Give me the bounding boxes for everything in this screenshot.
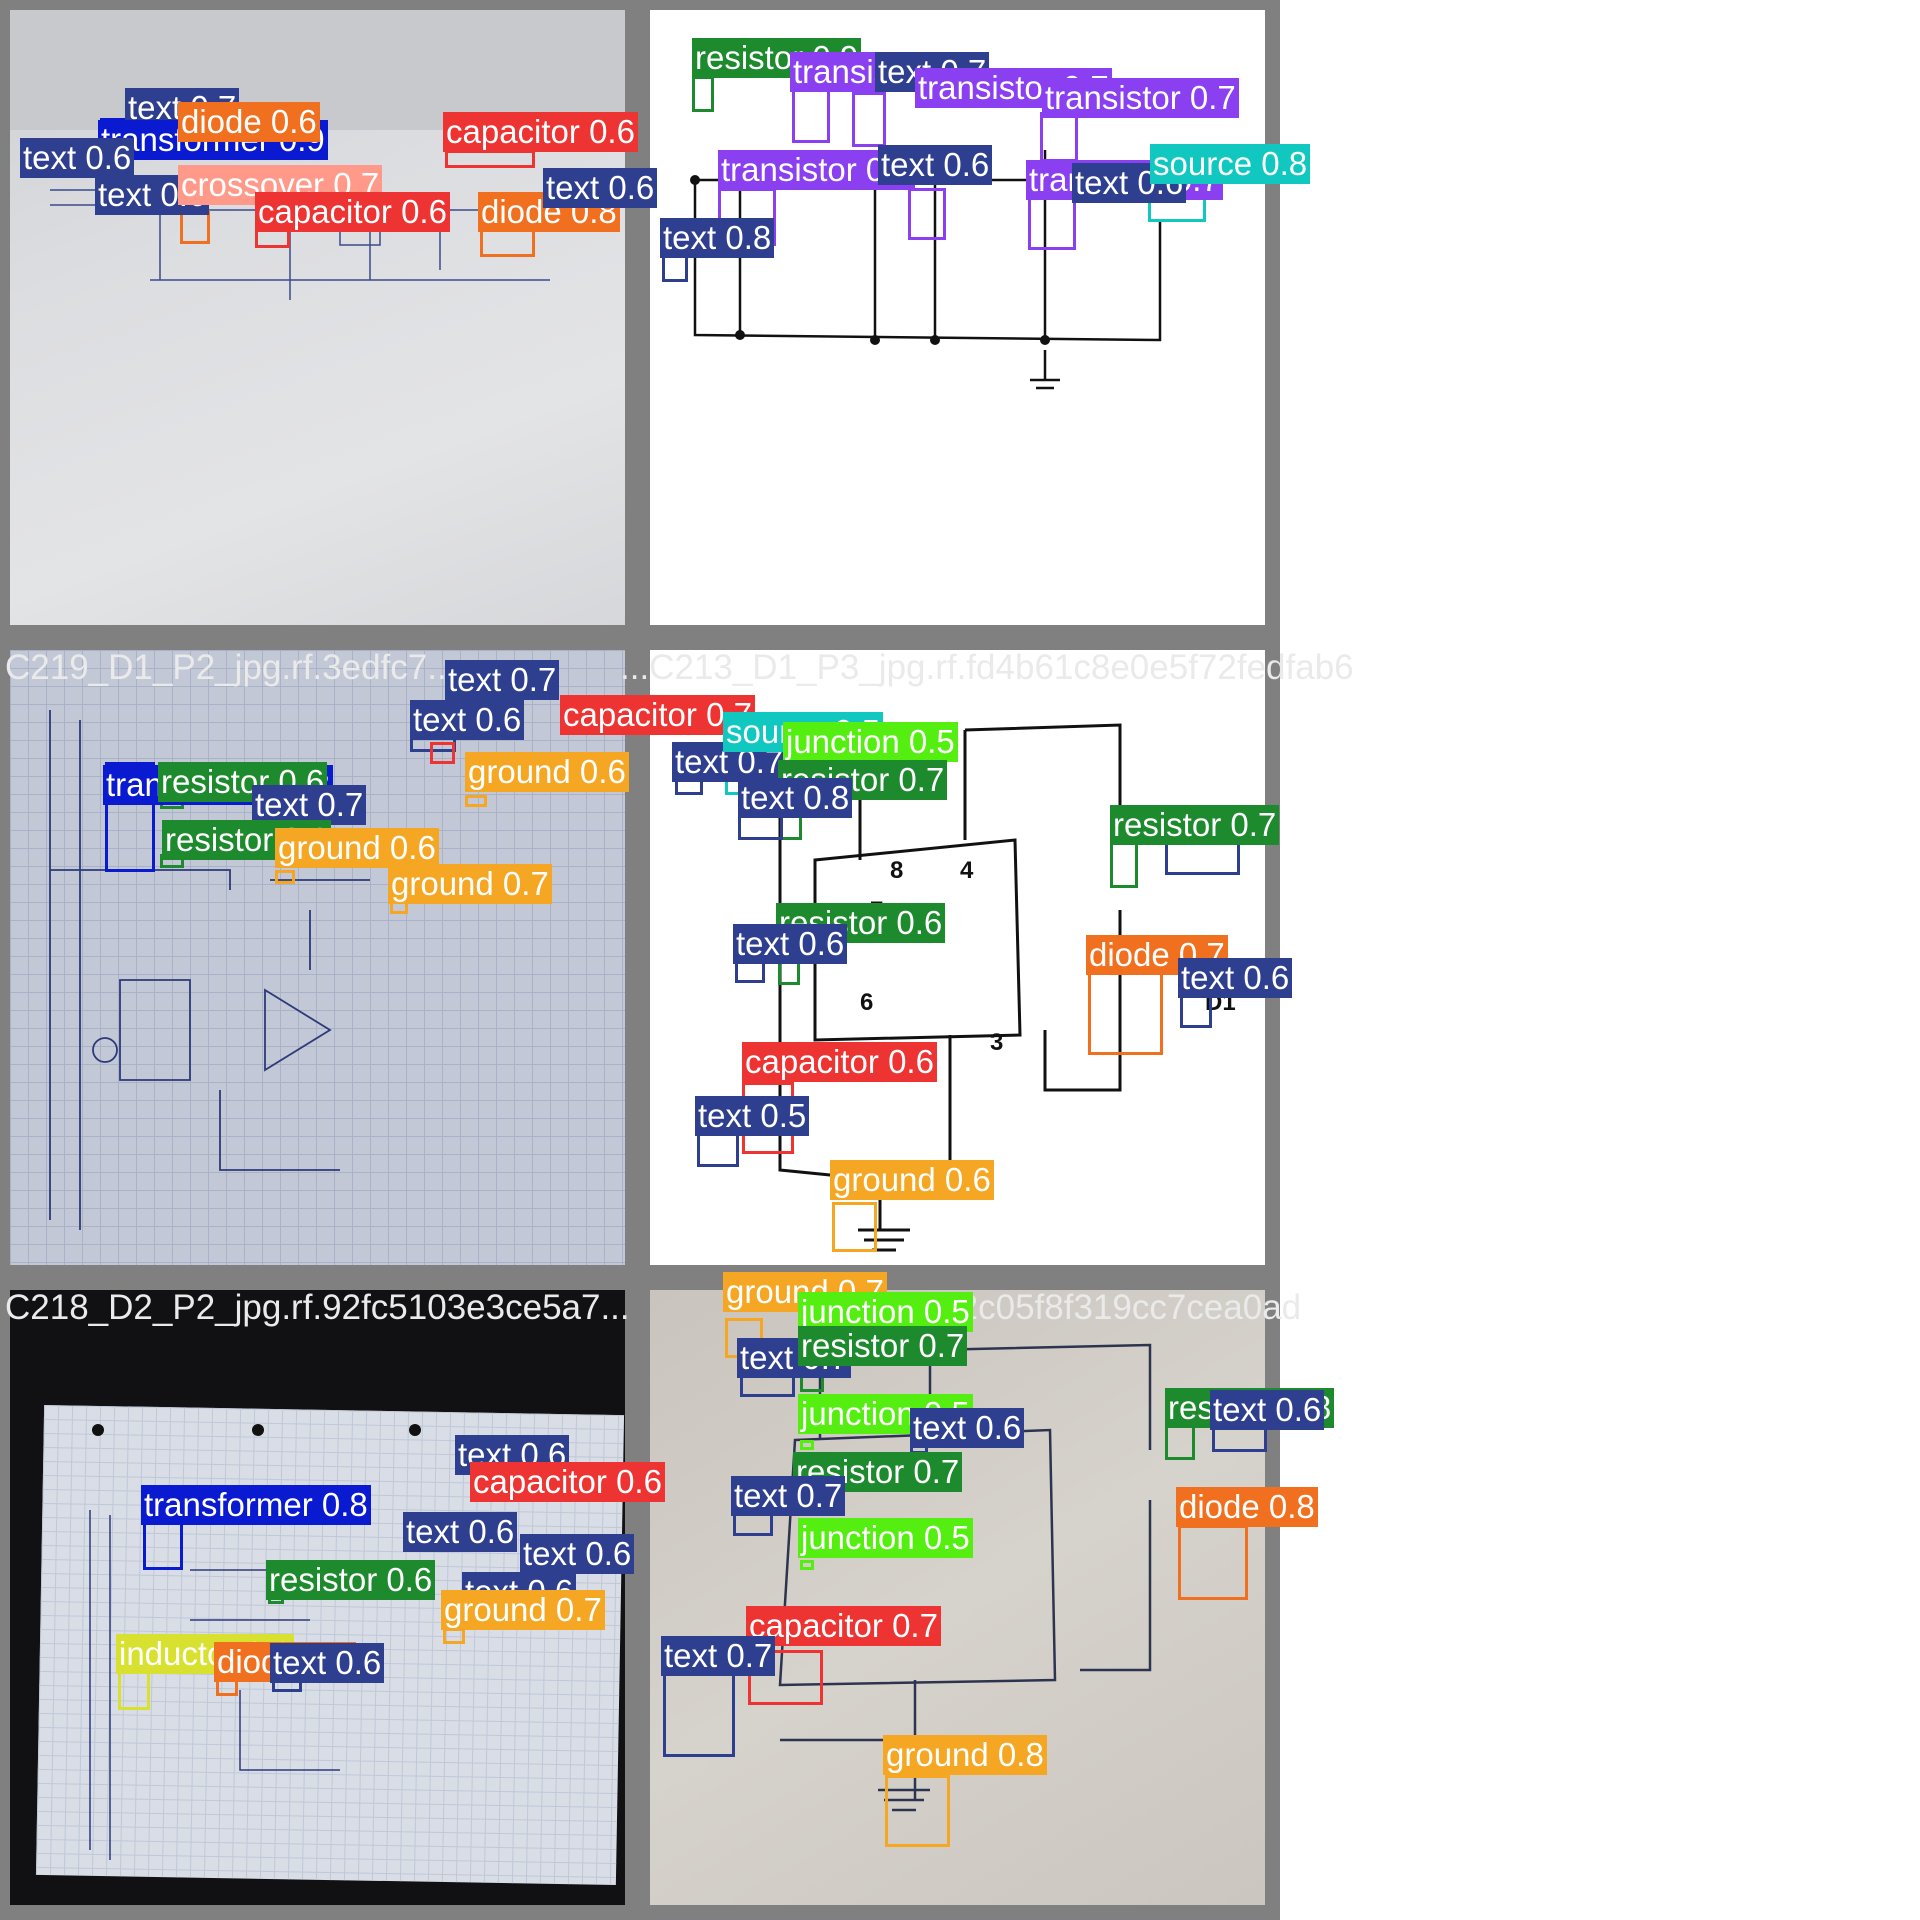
detection-label: resistor 0.7	[1110, 805, 1280, 845]
detection-box	[105, 762, 155, 872]
detection-label: text 0.6	[270, 1643, 385, 1683]
svg-text:8: 8	[890, 857, 903, 884]
tile-3-photo	[10, 650, 625, 1265]
detection-box	[118, 1668, 150, 1710]
detection-box	[792, 88, 830, 143]
detection-box	[885, 1775, 950, 1847]
detection-box	[445, 150, 535, 168]
detection-label: ground 0.6	[275, 828, 439, 868]
detection-label: text 0.6	[543, 168, 658, 208]
detection-box	[852, 92, 886, 147]
detection-box	[1110, 840, 1138, 888]
detection-label: capacitor 0.6	[742, 1042, 937, 1082]
detection-label: resistor 0.7	[798, 1326, 968, 1366]
detection-box	[692, 76, 714, 112]
detection-label: source 0.8	[1150, 144, 1311, 184]
detection-label: ground 0.8	[883, 1735, 1047, 1775]
detection-label: text 0.5	[695, 1096, 810, 1136]
detection-box	[800, 1440, 814, 1450]
detection-box	[1178, 1525, 1248, 1600]
detection-box	[180, 210, 210, 244]
detection-box	[663, 1672, 735, 1757]
detection-label: diode 0.8	[1176, 1487, 1318, 1527]
detection-box	[1165, 840, 1240, 875]
detection-label: text 0.6	[910, 1408, 1025, 1448]
tile-3	[10, 650, 625, 1265]
detection-box	[465, 795, 487, 807]
detection-box	[697, 1132, 739, 1167]
detection-label: text 0.7	[252, 785, 367, 825]
tile-3-filename: C219_D1_P2_jpg.rf.3edfc7...	[5, 648, 457, 687]
detection-box	[430, 742, 455, 764]
tile-6-filename: ...a2c05f8f319cc7cea0ad	[910, 1288, 1302, 1327]
detection-label: capacitor 0.6	[470, 1462, 665, 1502]
detection-box	[908, 188, 946, 240]
detection-label: capacitor 0.7	[560, 695, 755, 735]
detection-label: transformer 0.8	[141, 1485, 371, 1525]
tile-5-filename: C218_D2_P2_jpg.rf.92fc5103e3ce5a7...	[5, 1288, 630, 1327]
detection-label: text 0.6	[520, 1534, 635, 1574]
detection-label: resistor 0.6	[266, 1560, 436, 1600]
detection-label: text 0.7	[661, 1636, 776, 1676]
detection-label: text 0.6	[403, 1512, 518, 1552]
detection-label: junction 0.5	[783, 722, 958, 762]
detection-box	[800, 1560, 814, 1570]
svg-text:6: 6	[860, 989, 873, 1016]
detection-label: text 0.8	[738, 778, 853, 818]
detection-label: ground 0.6	[830, 1160, 994, 1200]
detection-box	[275, 870, 295, 884]
detection-label: text 0.7	[445, 660, 560, 700]
detection-label: transistor 0.7	[1042, 78, 1239, 118]
detection-box	[1088, 965, 1163, 1055]
tile-4-filename: ...C213_D1_P3_jpg.rf.fd4b61c8e0e5f72fedf…	[620, 648, 1354, 687]
detection-label: text 0.6	[878, 145, 993, 185]
detection-label: text 0.6	[410, 700, 525, 740]
detection-label: text 0.6	[1210, 1390, 1325, 1430]
detection-label: text 0.7	[731, 1476, 846, 1516]
detection-box	[443, 1628, 465, 1644]
detection-label: text 0.6	[1178, 958, 1293, 998]
detection-label: ground 0.7	[388, 864, 552, 904]
detection-label: text 0.6	[20, 138, 135, 178]
detection-label: ground 0.7	[441, 1590, 605, 1630]
tile-3-sketch	[49, 710, 370, 1230]
svg-text:4: 4	[960, 857, 974, 884]
detection-label: text 0.6	[733, 924, 848, 964]
detection-box	[1040, 112, 1078, 162]
detection-label: capacitor 0.7	[746, 1606, 941, 1646]
detection-box	[748, 1650, 823, 1705]
detection-label: capacitor 0.6	[255, 192, 450, 232]
detection-label: junction 0.5	[798, 1518, 973, 1558]
svg-text:3: 3	[990, 1029, 1003, 1056]
detection-label: text 0.8	[660, 218, 775, 258]
detection-box	[143, 1520, 183, 1570]
detection-label: junction 0.5	[798, 1292, 973, 1332]
detection-label: ground 0.6	[465, 752, 629, 792]
detection-box	[832, 1202, 877, 1252]
detection-box	[1028, 192, 1076, 250]
detection-label: diode 0.6	[178, 102, 320, 142]
detection-label: capacitor 0.6	[443, 112, 638, 152]
